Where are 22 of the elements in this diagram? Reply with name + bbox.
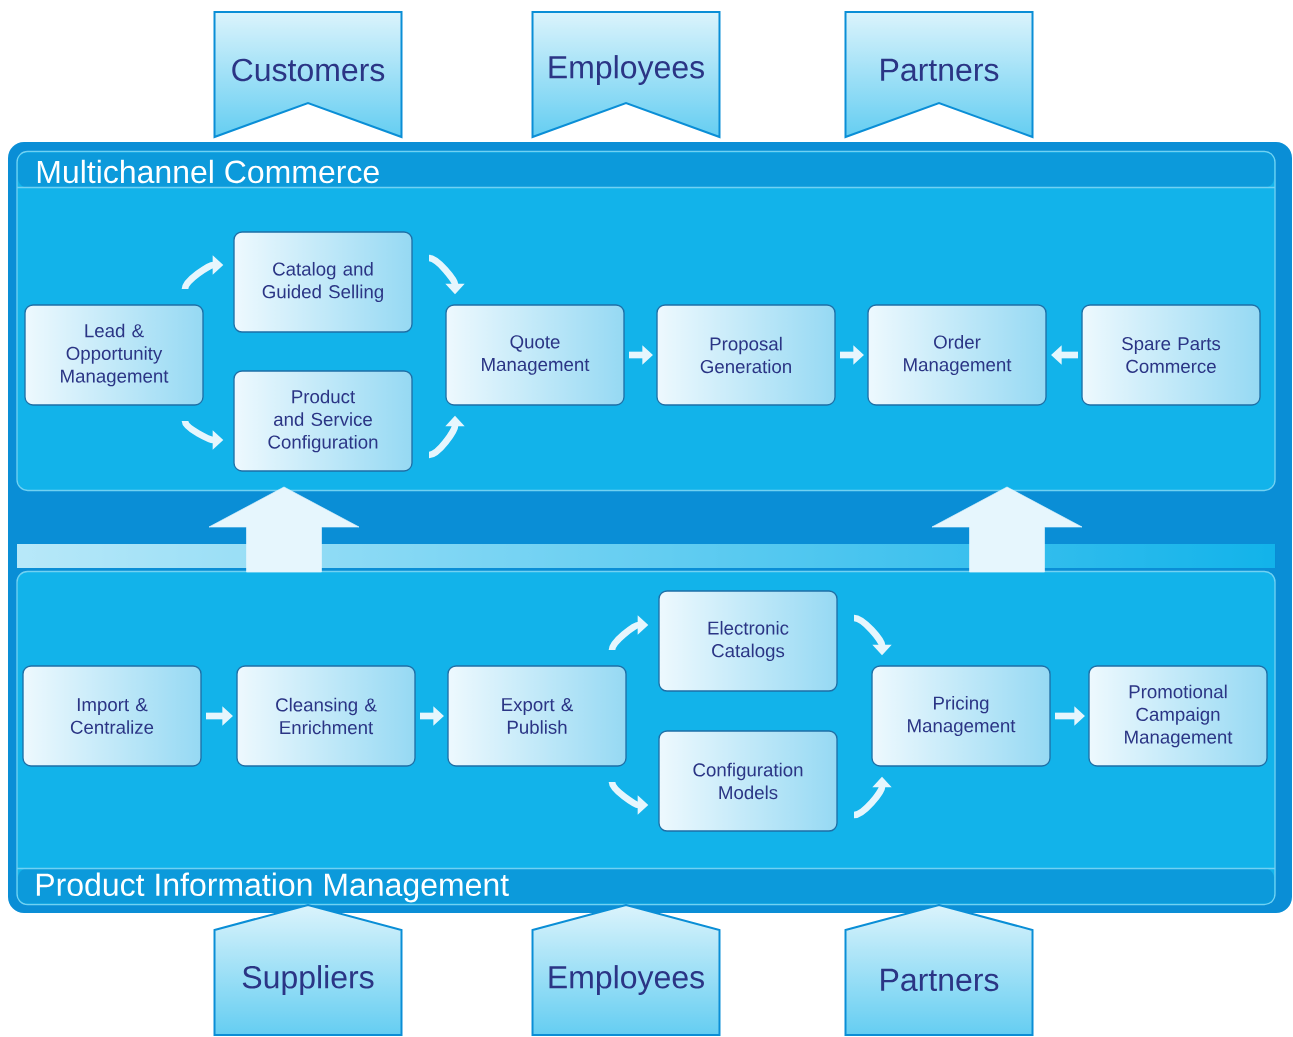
process-box: Pricing Management — [871, 665, 1051, 767]
process-box: Quote Management — [445, 304, 625, 406]
process-box: Product and Service Configuration — [233, 370, 413, 472]
block-arrow — [931, 486, 1083, 573]
process-box: Cleansing & Enrichment — [236, 665, 416, 767]
process-box: Configuration Models — [658, 730, 838, 832]
stakeholder-tab: Employees — [531, 11, 721, 139]
process-box: Export & Publish — [447, 665, 627, 767]
block-arrow — [208, 486, 360, 573]
process-box: Import & Centralize — [22, 665, 202, 767]
process-box: Electronic Catalogs — [658, 590, 838, 692]
process-box: Order Management — [867, 304, 1047, 406]
stakeholder-tab: Partners — [844, 903, 1034, 1036]
process-box: Lead & Opportunity Management — [24, 304, 204, 406]
stakeholder-tab: Employees — [531, 903, 721, 1036]
process-box: Catalog and Guided Selling — [233, 231, 413, 333]
process-box: Spare Parts Commerce — [1081, 304, 1261, 406]
stakeholder-tab: Suppliers — [213, 903, 403, 1036]
process-box: Proposal Generation — [656, 304, 836, 406]
stakeholder-tab: Partners — [844, 11, 1034, 139]
stakeholder-tab: Customers — [213, 11, 403, 139]
process-box: Promotional Campaign Management — [1088, 665, 1268, 767]
